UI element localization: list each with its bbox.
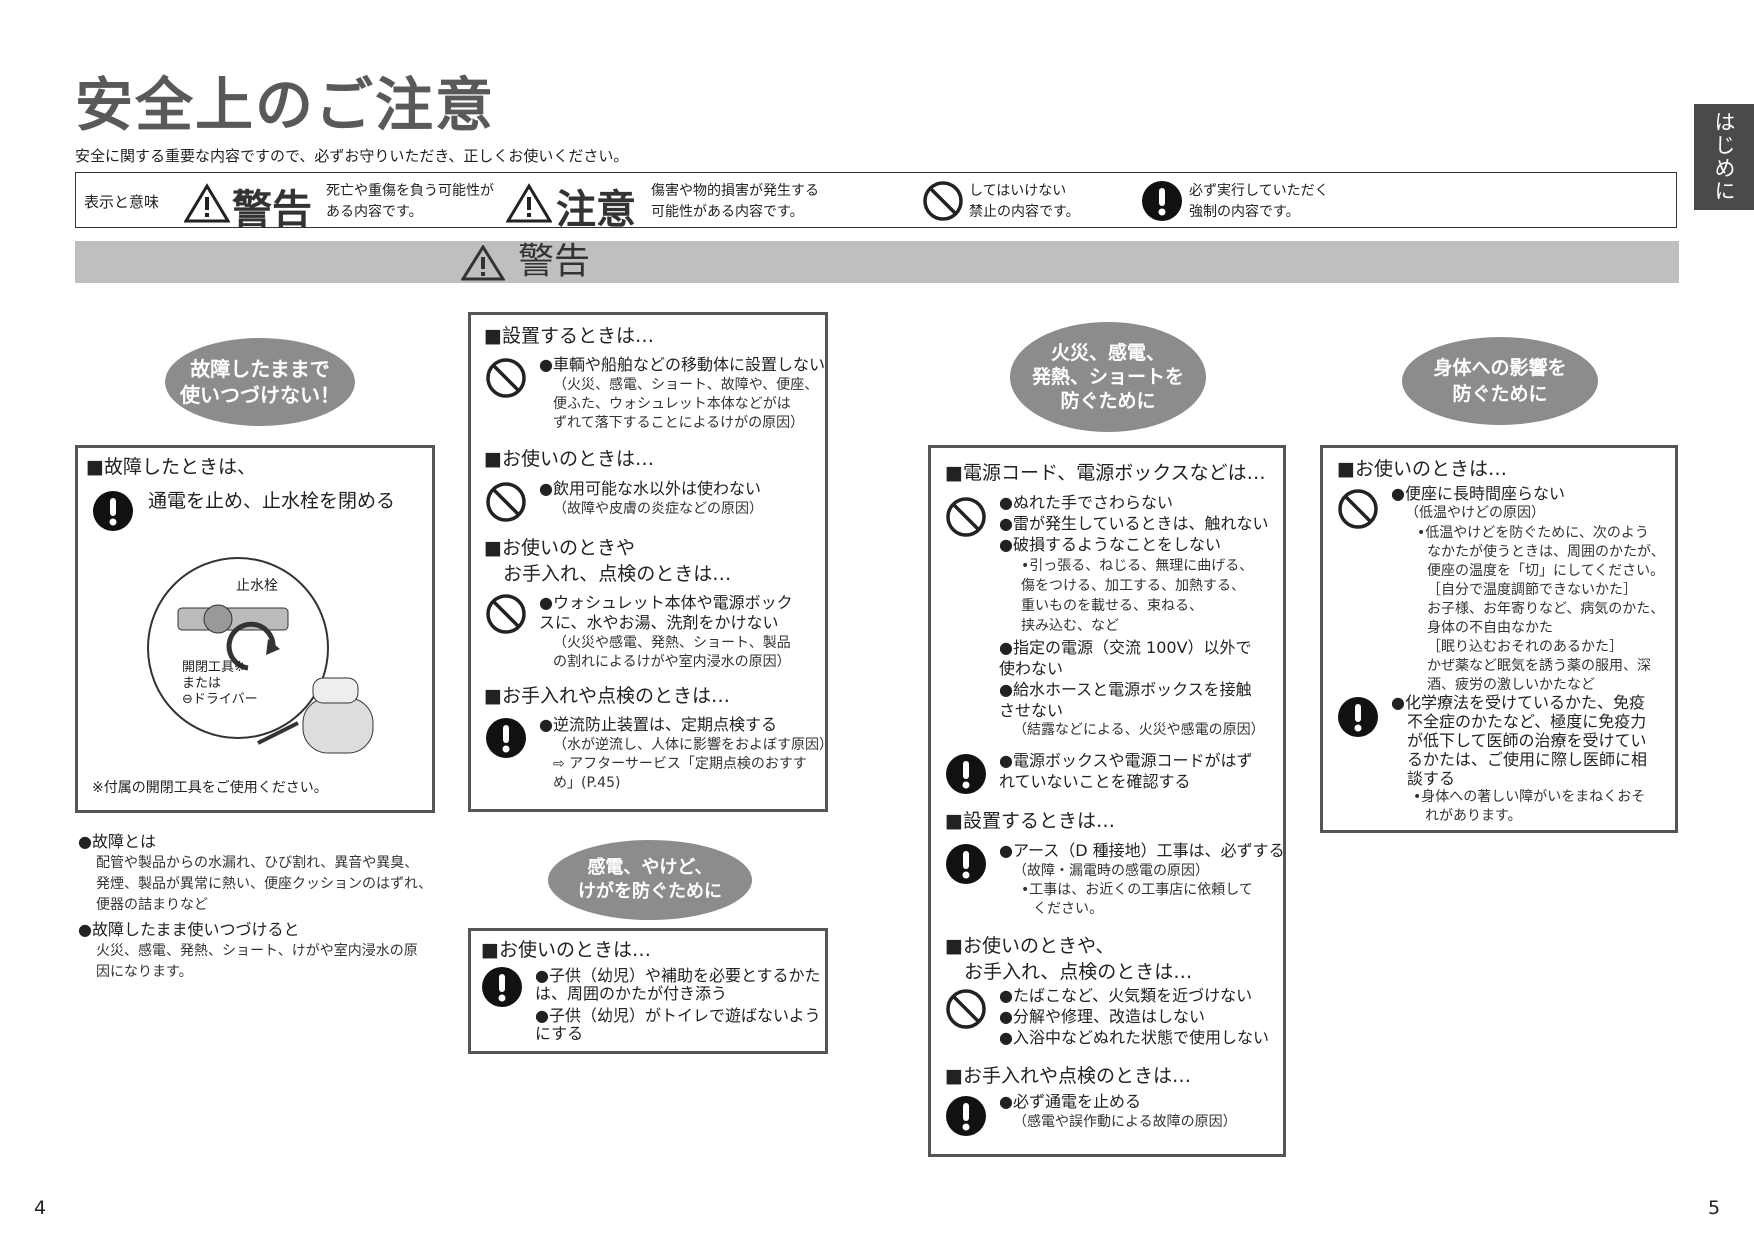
col2-b-item1: ●子供（幼児）や補助を必要とするかたは、周囲のかたが付き添う bbox=[535, 966, 821, 1003]
col2-topic-oval: 感電、やけど、けがを防ぐために bbox=[548, 840, 752, 920]
col2-b-head: ■お使いのときは… bbox=[481, 939, 651, 961]
col2-b-item2: ●子供（幼児）がトイレで遊ばないようにする bbox=[535, 1006, 821, 1043]
col4-item2: ●化学療法を受けているかた、免疫不全症のかたなど、極度に免疫力が低下して医師の治… bbox=[1391, 693, 1648, 788]
col2-s4-sub: （水が逆流し、人体に影響をおよぼす原因）⇨ アフターサービス「定期点検のおすすめ… bbox=[553, 737, 833, 791]
page-number-right: 5 bbox=[1708, 1197, 1721, 1219]
col4-item1: ●便座に長時間座らない bbox=[1391, 484, 1565, 503]
fig-label-stopcock: 止水栓 bbox=[236, 578, 278, 594]
col3-s4-item: ●必ず通電を止める bbox=[999, 1092, 1141, 1111]
legend-caution-desc: 傷害や物的損害が発生する可能性がある内容です。 bbox=[651, 183, 819, 220]
fig-label-tool: 開閉工具※または⊖ドライバー bbox=[182, 660, 258, 707]
prohibition-icon bbox=[486, 482, 526, 522]
prohibition-icon bbox=[923, 181, 963, 221]
col4-head: ■お使いのときは… bbox=[1337, 458, 1507, 480]
banner-text: 警告 bbox=[518, 241, 591, 282]
col2-s1-head: ■設置するときは… bbox=[484, 325, 654, 347]
col2-s2-sub: （故障や皮膚の炎症などの原因） bbox=[553, 501, 763, 517]
mandatory-icon bbox=[946, 1096, 986, 1136]
col2-s4-item: ●逆流防止装置は、定期点検する bbox=[539, 715, 777, 734]
prohibition-icon bbox=[1338, 489, 1378, 529]
col1-def-lines: 配管や製品からの水漏れ、ひび割れ、異音や異臭、発煙、製品が異常に熱い、便座クッシ… bbox=[96, 855, 433, 913]
col2-s3-head2: お手入れ、点検のときは… bbox=[503, 563, 732, 585]
col3-s1-item4: ●指定の電源（交流 100V）以外で使わない bbox=[999, 638, 1252, 678]
col3-s1-sub2: （結露などによる、火災や感電の原因） bbox=[1013, 722, 1265, 738]
col3-topic-oval: 火災、感電、発熱、ショートを防ぐために bbox=[1010, 322, 1206, 432]
mandatory-icon bbox=[946, 844, 986, 884]
col1-box: ■故障したときは、 通電を止め、止水栓を閉める 止水栓 開閉工具※または⊖ドライ… bbox=[75, 445, 435, 813]
warning-triangle-icon bbox=[461, 245, 505, 281]
col2-s3-head1: ■お使いのときや bbox=[484, 537, 635, 559]
col2-s2-item: ●飲用可能な水以外は使わない bbox=[539, 479, 761, 498]
mandatory-icon bbox=[486, 718, 526, 758]
mandatory-icon bbox=[482, 967, 522, 1007]
col4-item2-sub: •身体への著しい障がいをまねくおそれがあります。 bbox=[1413, 789, 1646, 824]
col2-box-b: ■お使いのときは… ●子供（幼児）や補助を必要とするかたは、周囲のかたが付き添う… bbox=[468, 928, 828, 1054]
prohibition-icon bbox=[946, 989, 986, 1029]
col3-s1-item6: ●電源ボックスや電源コードがはずれていないことを確認する bbox=[999, 751, 1253, 791]
col3-s1-item5: ●給水ホースと電源ボックスを接触させない bbox=[999, 680, 1252, 720]
col3-s2-item: ●アース（D 種接地）工事は、必ずする bbox=[999, 841, 1285, 860]
section-tab[interactable]: はじめに bbox=[1694, 104, 1754, 210]
col3-s3-head2: お手入れ、点検のときは… bbox=[964, 961, 1193, 983]
col1-cont-head: ●故障したまま使いつづけると bbox=[78, 920, 300, 939]
prohibition-icon bbox=[486, 594, 526, 634]
mandatory-icon bbox=[946, 754, 986, 794]
legend-warning-word: 警告 bbox=[232, 187, 312, 233]
col3-s2-sub: （故障・漏電時の感電の原因）•工事は、お近くの工事店に依頼してください。 bbox=[1013, 863, 1253, 917]
col2-box: ■設置するときは… ●車輌や船舶などの移動体に設置しない （火災、感電、ショート… bbox=[468, 312, 833, 812]
col2-s1-sub: （火災、感電、ショート、故障や、便座、便ふた、ウォシュレット本体などがはずれて落… bbox=[553, 377, 819, 431]
col1-cont-lines: 火災、感電、発熱、ショート、けがや室内浸水の原因になります。 bbox=[96, 943, 418, 980]
prohibition-icon bbox=[486, 358, 526, 398]
mandatory-icon bbox=[1142, 181, 1182, 221]
col1-topic-oval: 故障したままで使いつづけない！ bbox=[165, 338, 355, 426]
col3-s3-items: ●たばこなど、火気類を近づけない●分解や修理、改造はしない●入浴中などぬれた状態… bbox=[999, 986, 1269, 1047]
col3-s1-head: ■電源コード、電源ボックスなどは… bbox=[945, 462, 1266, 484]
col3-s1-items: ●ぬれた手でさわらない●雷が発生しているときは、触れない●破損するようなことをし… bbox=[999, 493, 1269, 554]
col2-s3-item: ●ウォシュレット本体や電源ボックスに、水やお湯、洗剤をかけない bbox=[539, 593, 793, 632]
page-subtitle: 安全に関する重要な内容ですので、必ずお守りいただき、正しくお使いください。 bbox=[75, 147, 629, 165]
col3-s4-sub: （感電や誤作動による故障の原因） bbox=[1013, 1114, 1237, 1130]
after-service-link[interactable]: ⇨ アフターサービス「定期点検のおすす bbox=[553, 756, 807, 772]
col4-item1-sub: （低温やけどの原因） bbox=[1405, 505, 1545, 521]
legend-prohibit-desc: してはいけない禁止の内容です。 bbox=[969, 183, 1080, 220]
col1-head: ■故障したときは、 bbox=[86, 456, 256, 478]
col1-footnote: ※付属の開閉工具をご使用ください。 bbox=[92, 780, 328, 796]
legend-warning-desc: 死亡や重傷を負う可能性がある内容です。 bbox=[326, 183, 494, 220]
mandatory-icon bbox=[93, 491, 133, 531]
col2-s3-sub: （火災や感電、発熱、ショート、製品の割れによるけがや室内浸水の原因） bbox=[553, 635, 791, 670]
warning-banner: 警告 bbox=[75, 241, 1679, 283]
col1-def-head: ●故障とは bbox=[78, 832, 156, 851]
page-number-left: 4 bbox=[34, 1197, 47, 1219]
col1-action: 通電を止め、止水栓を閉める bbox=[148, 490, 396, 512]
col2-s4-head: ■お手入れや点検のときは… bbox=[484, 685, 730, 707]
col4-topic-oval: 身体への影響を防ぐために bbox=[1402, 337, 1598, 425]
col2-s2-head: ■お使いのときは… bbox=[484, 448, 654, 470]
col4-box: ■お使いのときは… ●便座に長時間座らない （低温やけどの原因） •低温やけどを… bbox=[1320, 445, 1678, 833]
prohibition-icon bbox=[946, 497, 986, 537]
col3-s2-head: ■設置するときは… bbox=[945, 810, 1115, 832]
page-title: 安全上のご注意 bbox=[75, 71, 496, 139]
caution-triangle-icon bbox=[506, 183, 552, 223]
col3-box: ■電源コード、電源ボックスなどは… ●ぬれた手でさわらない●雷が発生しているとき… bbox=[928, 445, 1286, 1157]
col3-s3-head1: ■お使いのときや、 bbox=[945, 935, 1115, 957]
legend-mandatory-desc: 必ず実行していただく強制の内容です。 bbox=[1189, 183, 1329, 220]
legend-label: 表示と意味 bbox=[84, 193, 160, 211]
col4-item1-detail: •低温やけどを防ぐために、次のようなかたが使うときは、周囲のかたが、便座の温度を… bbox=[1417, 525, 1665, 693]
legend-bar: 表示と意味 警告 死亡や重傷を負う可能性がある内容です。 注意 傷害や物的損害が… bbox=[75, 172, 1677, 233]
legend-caution-word: 注意 bbox=[556, 187, 636, 233]
stopcock-illustration-icon bbox=[147, 557, 374, 754]
col2-s1-item: ●車輌や船舶などの移動体に設置しない bbox=[539, 355, 825, 374]
col3-s4-head: ■お手入れや点検のときは… bbox=[945, 1065, 1191, 1087]
col3-s1-sub: •引っ張る、ねじる、無理に曲げる、傷をつける、加工する、加熱する、重いものを載せ… bbox=[1021, 558, 1254, 634]
mandatory-icon bbox=[1338, 697, 1378, 737]
warning-triangle-icon bbox=[184, 183, 230, 223]
